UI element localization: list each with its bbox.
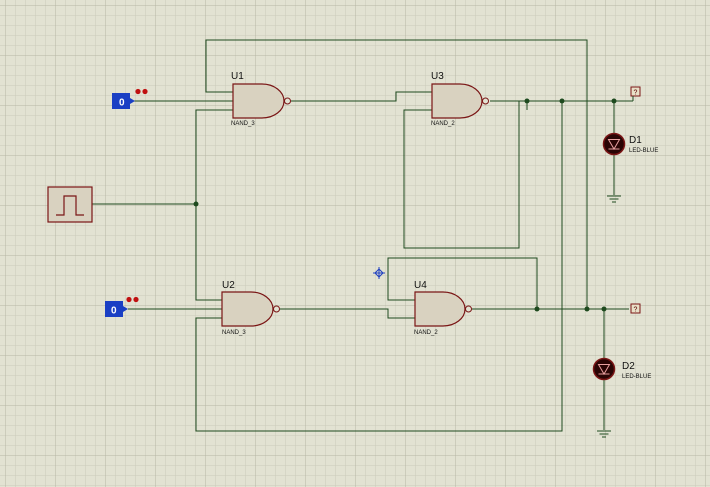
logic-state-label: 0 [111,306,117,317]
nand-gate-u3[interactable]: U3 NAND_2 [431,71,489,127]
probe-box [630,303,641,314]
diode-symbol-icon [597,364,611,375]
junction-dot [193,201,199,207]
nand-gate-u1[interactable]: U1 NAND_3 [231,71,291,127]
gate-body [221,291,274,327]
logic-input-1[interactable]: 0 [112,88,148,109]
clock-generator[interactable] [47,186,93,223]
logic-probe-2[interactable]: ? [630,303,641,314]
probe-label: ? [634,307,638,314]
pin-state-dot [133,296,139,303]
logic-probe-1[interactable]: ? [630,86,641,101]
gate-body [232,83,285,119]
pin-state-dot [135,88,141,95]
led-body [602,132,626,156]
diode-symbol-icon [607,139,621,150]
nand-gate-u4[interactable]: U4 NAND_2 [414,280,472,336]
logic-state-label: 0 [119,98,125,109]
junction-dot [601,306,607,312]
led-ref: D2 [622,361,635,372]
wires [92,39,633,432]
led-part: LED-BLUE [629,148,658,154]
gate-part: NAND_2 [431,121,455,127]
wire[interactable] [280,308,416,319]
gate-body [431,83,483,119]
junction-dot [524,98,530,104]
wire[interactable] [403,101,520,249]
junctions [193,98,617,312]
pin-state-dot [126,296,132,303]
pin-state-dot [142,88,148,95]
logic-input-body [105,301,128,317]
junction-dot [534,306,540,312]
led-body [592,357,616,381]
crosshair-marker-icon [373,267,385,279]
gate-ref: U2 [222,280,235,291]
inversion-bubble [284,97,291,105]
led-ref: D1 [629,135,642,146]
gate-part: NAND_3 [222,330,246,336]
gate-part: NAND_2 [414,330,438,336]
led-d1[interactable]: D1 LED-BLUE [602,132,659,156]
ground-icon [607,195,621,203]
ground-icon [597,430,611,438]
logic-input-2[interactable]: 0 [105,296,139,317]
inversion-bubble [482,97,489,105]
junction-dot [559,98,565,104]
inversion-bubble [273,305,280,313]
wire[interactable] [387,257,538,309]
led-d2[interactable]: D2 LED-BLUE [592,357,652,381]
junction-dot [584,306,590,312]
wire[interactable] [205,39,588,309]
junction-dot [611,98,617,104]
gate-ref: U1 [231,71,244,82]
gate-ref: U3 [431,71,444,82]
wire[interactable] [195,101,563,432]
gate-ref: U4 [414,280,427,291]
gate-part: NAND_3 [231,121,255,127]
clock-body [47,186,93,223]
probe-box [630,86,641,97]
square-wave-icon [56,195,84,216]
probe-label: ? [634,90,638,97]
logic-input-body [112,93,135,109]
led-part: LED-BLUE [622,374,651,380]
inversion-bubble [465,305,472,313]
wire[interactable] [291,91,434,102]
gate-body [414,291,466,327]
nand-gate-u2[interactable]: U2 NAND_3 [221,280,280,336]
